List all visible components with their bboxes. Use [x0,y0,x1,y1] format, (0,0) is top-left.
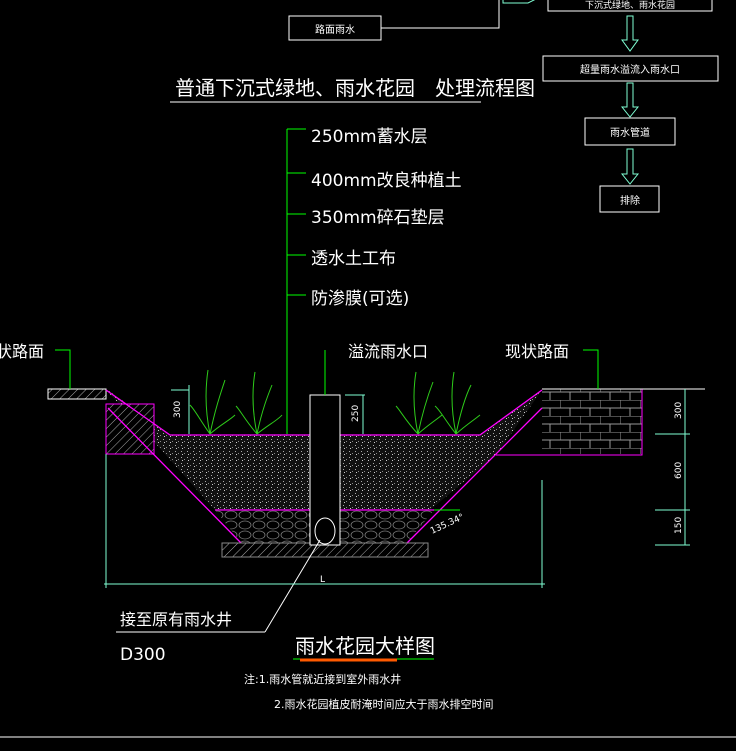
dim-right-300: 300 [674,402,684,419]
layer-label: 防渗膜(可选) [311,289,409,309]
flow-box-pipe [584,117,676,146]
note-1: 注:1.雨水管就近接到室外雨水井 [244,672,401,686]
connect-label: 接至原有雨水井 [120,610,232,629]
dim-width-l: L [320,575,325,585]
flow-discharge-text: 排除 [620,194,640,207]
dimension-lines [104,385,690,588]
dim-right-600: 600 [674,462,684,479]
flow-box-top-text: 下沉式绿地、雨水花园 [585,0,675,11]
layer-label: 350mm碎石垫层 [311,208,445,228]
flow-box-top [547,0,713,12]
flow-pipe-text: 雨水管道 [610,126,650,139]
layer-callouts: 250mm蓄水层 400mm改良种植土 350mm碎石垫层 透水土工布 防渗膜(… [286,127,462,545]
flow-box-overflow [542,55,719,82]
pipe-d300 [314,517,336,545]
layer-label: 400mm改良种植土 [311,171,462,191]
dim-right-150: 150 [674,517,684,534]
detail-title: 雨水花园大样图 [295,634,435,658]
flow-title: 普通下沉式绿地、雨水花园 处理流程图 [175,76,535,100]
dim-left-300: 300 [173,401,183,418]
plant-icons [189,369,481,435]
flow-overflow-text: 超量雨水溢流入雨水口 [580,63,680,76]
dim-inlet-250: 250 [351,405,361,422]
flow-box-discharge [599,185,660,213]
pipe-size-label: D300 [120,645,166,665]
flow-arrows [620,15,640,185]
right-road-label: 现状路面 [505,342,569,361]
flow-road-rain-text: 路面雨水 [315,23,355,36]
overflow-inlet-label: 溢流雨水口 [348,342,428,361]
left-road-label: 现状路面 [0,342,44,361]
note-2: 2.雨水花园植皮耐淹时间应大于雨水排空时间 [274,697,494,711]
layer-label: 透水土工布 [311,249,396,269]
section-view: 300 250 300 600 150 135.34° L 现状路面 溢流雨水口… [0,342,705,665]
flow-chart: 下沉式绿地、雨水花园 路面雨水 超量雨水溢流入雨水口 雨水管道 排除 [288,0,719,213]
layer-label: 250mm蓄水层 [311,127,428,147]
